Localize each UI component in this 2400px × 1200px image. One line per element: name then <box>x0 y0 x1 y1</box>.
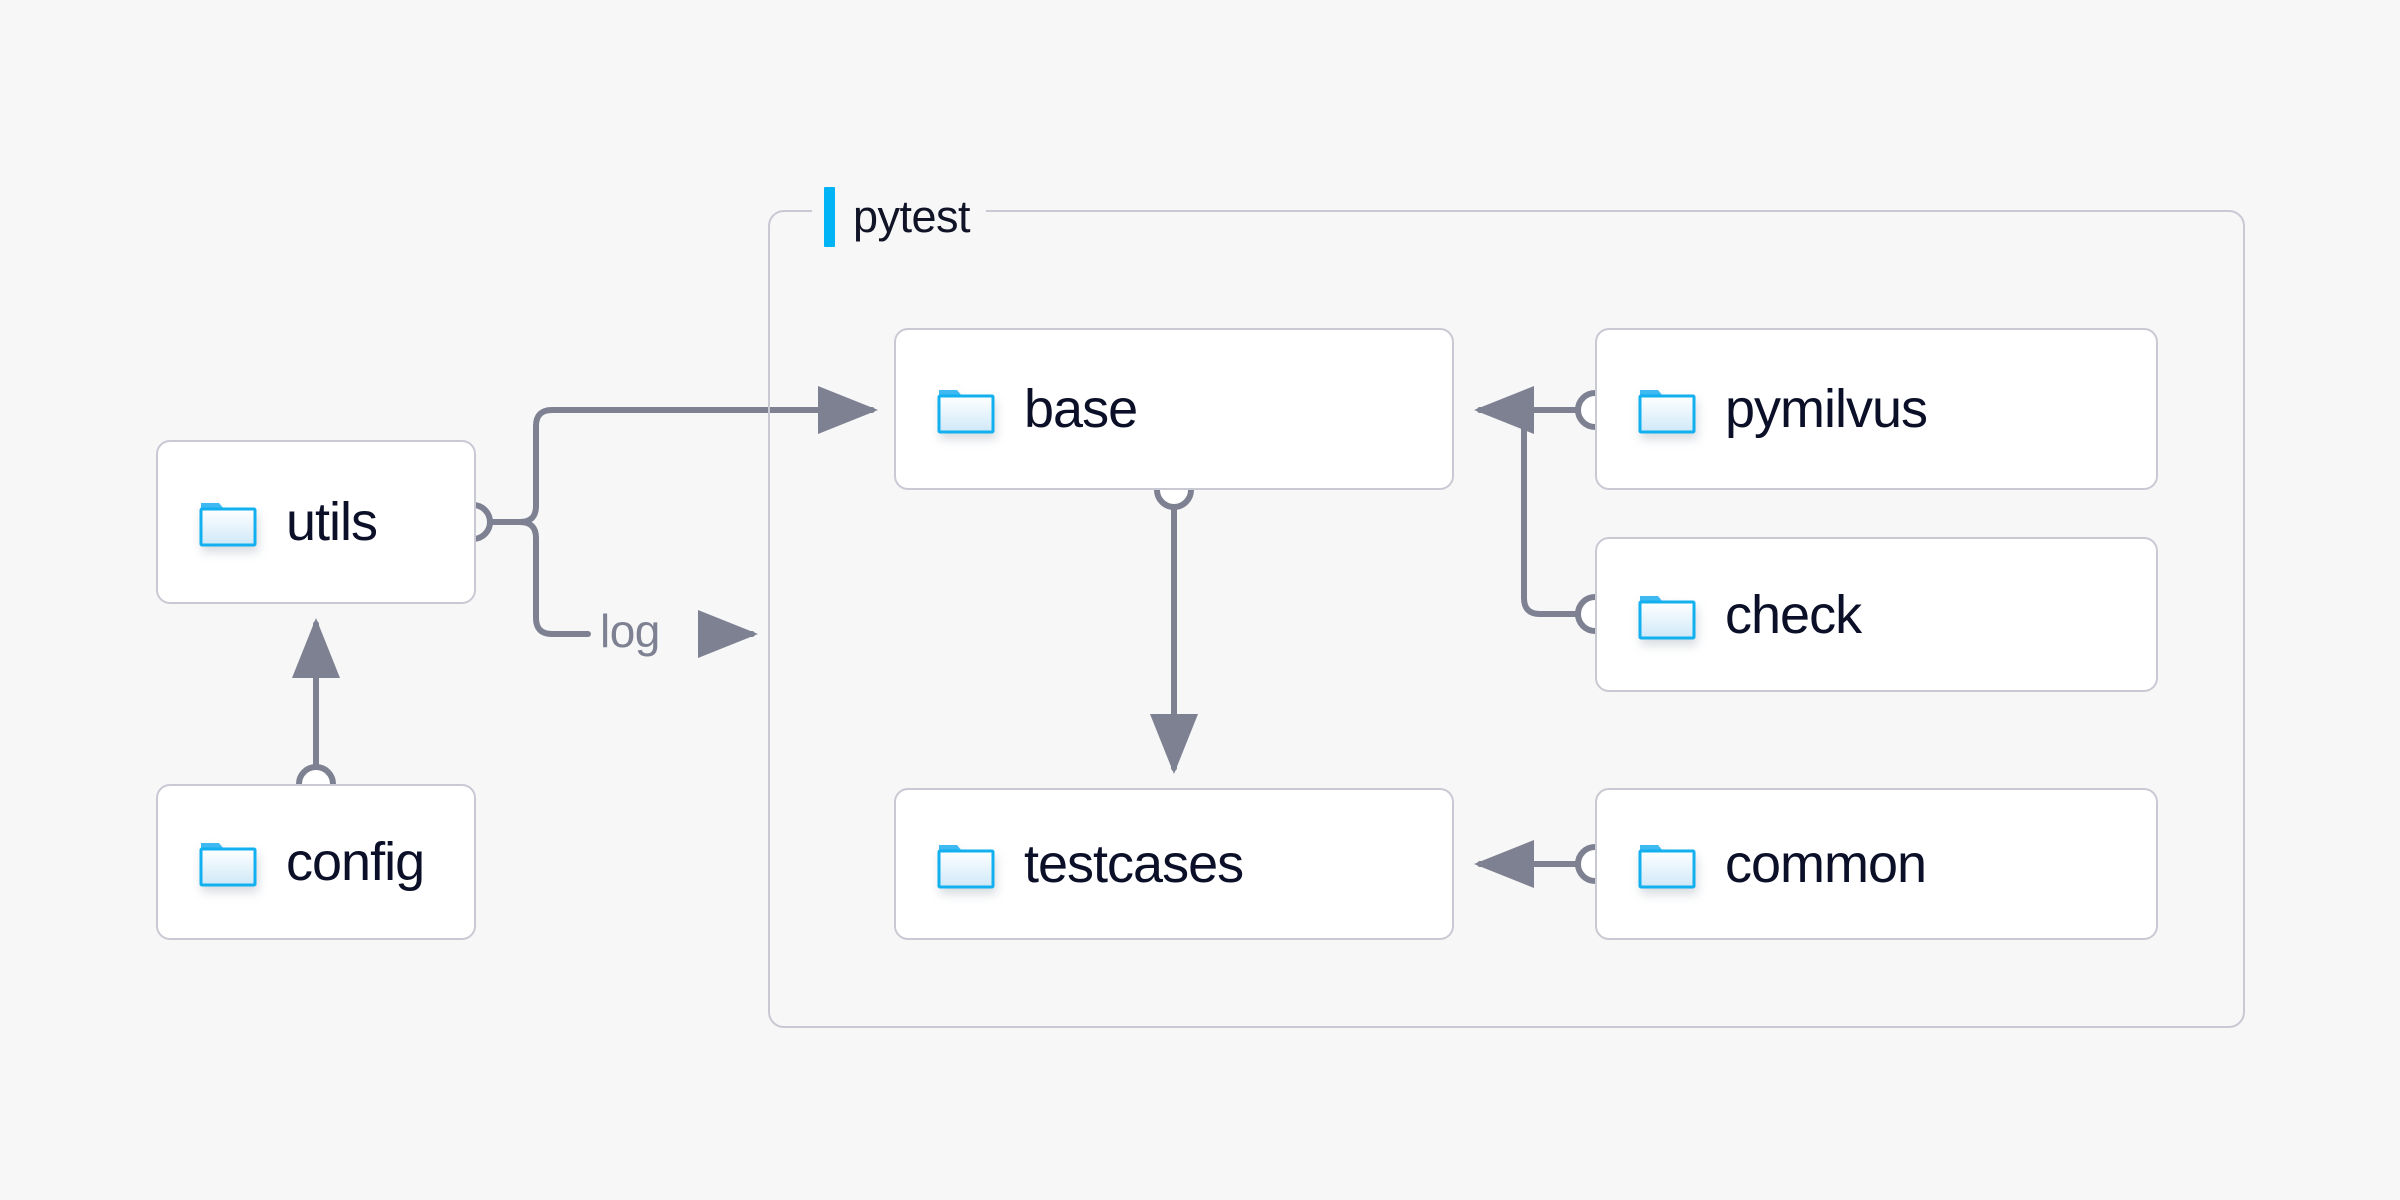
folder-icon <box>199 843 257 887</box>
node-config[interactable]: config <box>156 784 476 940</box>
node-check[interactable]: check <box>1595 537 2158 692</box>
node-label: check <box>1725 584 1862 645</box>
node-testcases[interactable]: testcases <box>894 788 1454 940</box>
node-utils[interactable]: utils <box>156 440 476 604</box>
node-label: base <box>1024 379 1138 439</box>
node-label: pymilvus <box>1725 379 1928 439</box>
group-accent-bar-icon <box>824 187 835 247</box>
edge-label-log: log <box>600 605 660 657</box>
node-label: testcases <box>1024 834 1244 894</box>
node-label: common <box>1725 834 1927 894</box>
folder-icon <box>937 390 995 434</box>
group-title: pytest <box>853 191 971 242</box>
folder-icon <box>1638 595 1696 639</box>
folder-icon <box>1638 390 1696 434</box>
group-container-pytest[interactable] <box>768 210 2245 1028</box>
folder-icon <box>199 503 257 547</box>
group-label-pytest: pytest <box>812 186 987 248</box>
node-label: utils <box>286 492 378 552</box>
node-base[interactable]: base <box>894 328 1454 490</box>
folder-icon <box>937 845 995 889</box>
node-pymilvus[interactable]: pymilvus <box>1595 328 2158 490</box>
folder-icon <box>1638 845 1696 889</box>
node-common[interactable]: common <box>1595 788 2158 940</box>
node-label: config <box>286 832 425 892</box>
